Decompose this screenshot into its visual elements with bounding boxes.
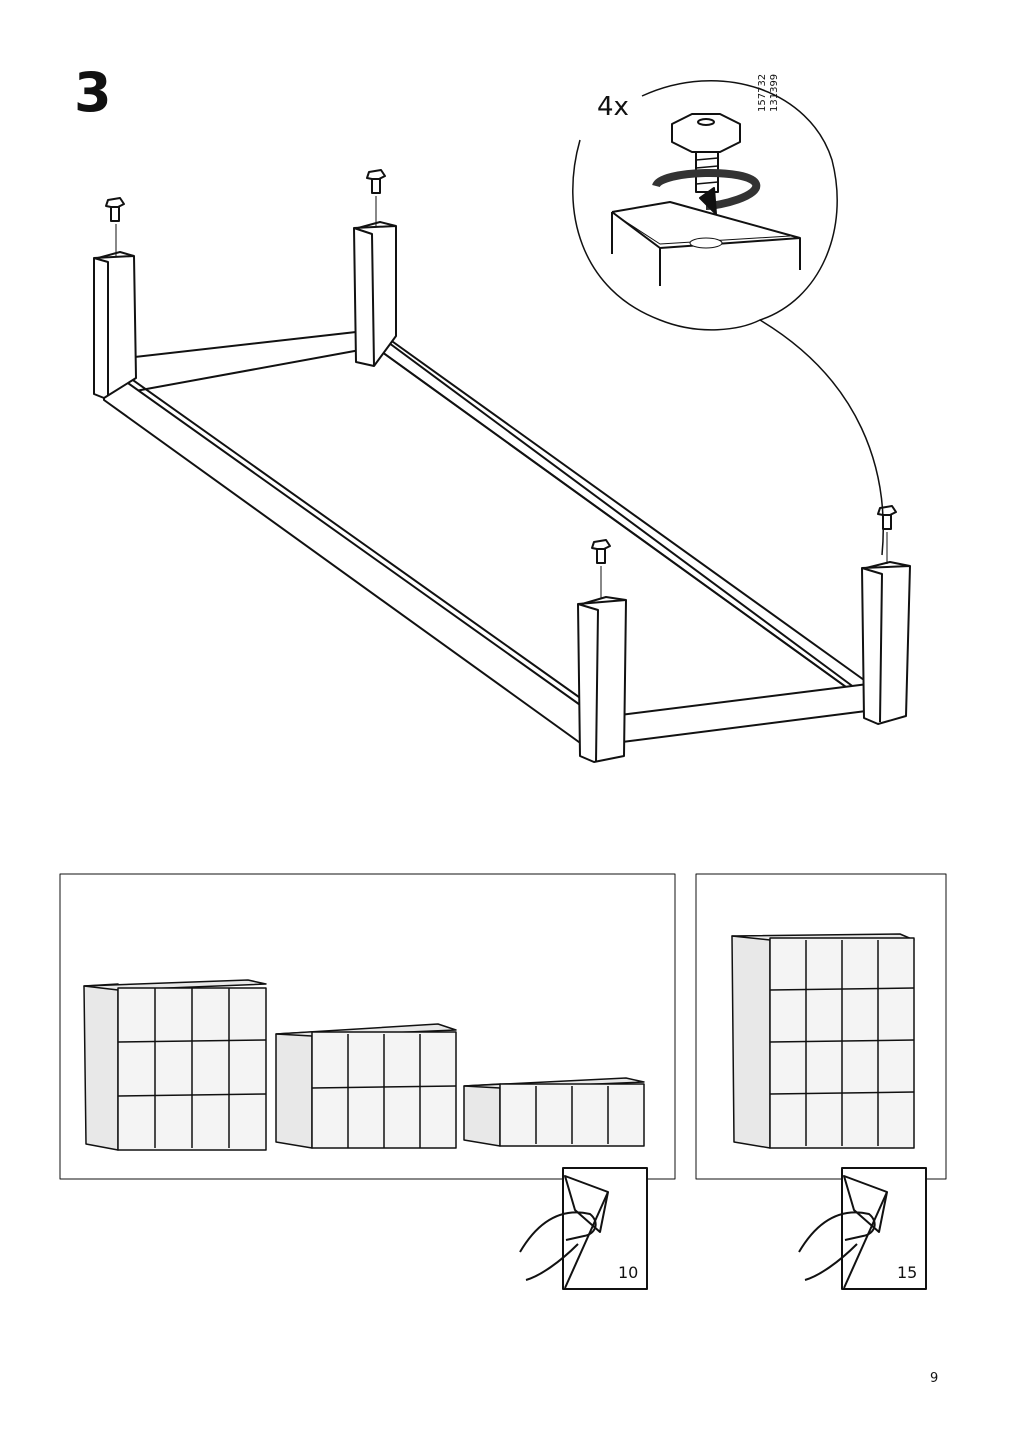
shelf-4x1-drawing xyxy=(463,1077,645,1147)
leg-back-right xyxy=(353,221,397,367)
page-ref-tall: 15 xyxy=(897,1263,918,1282)
screw-icon xyxy=(105,197,125,256)
leg-front-left xyxy=(577,596,627,763)
screw-icon xyxy=(877,505,897,564)
detail-magnifier xyxy=(572,80,884,556)
shelf-4x4-drawing xyxy=(731,933,915,1149)
shelf-4x2-drawing xyxy=(275,1023,457,1149)
page-turn-icon xyxy=(798,1167,927,1290)
screw-icon xyxy=(591,539,611,598)
base-frame-drawing xyxy=(93,221,911,763)
page-ref-variants: 10 xyxy=(618,1263,639,1282)
page-turn-icon xyxy=(519,1167,648,1290)
shelf-4x3-drawing xyxy=(83,979,267,1151)
leg-front-right xyxy=(861,561,911,725)
quantity-label: 4x xyxy=(597,92,629,122)
part-numbers: 157732 131399 xyxy=(757,74,781,112)
part-number: 131399 xyxy=(769,73,780,112)
step-number: 3 xyxy=(74,61,112,124)
page-number: 9 xyxy=(930,1371,939,1386)
screw-icon xyxy=(366,169,386,226)
leg-back-left xyxy=(93,251,137,399)
part-number: 157732 xyxy=(757,73,768,112)
